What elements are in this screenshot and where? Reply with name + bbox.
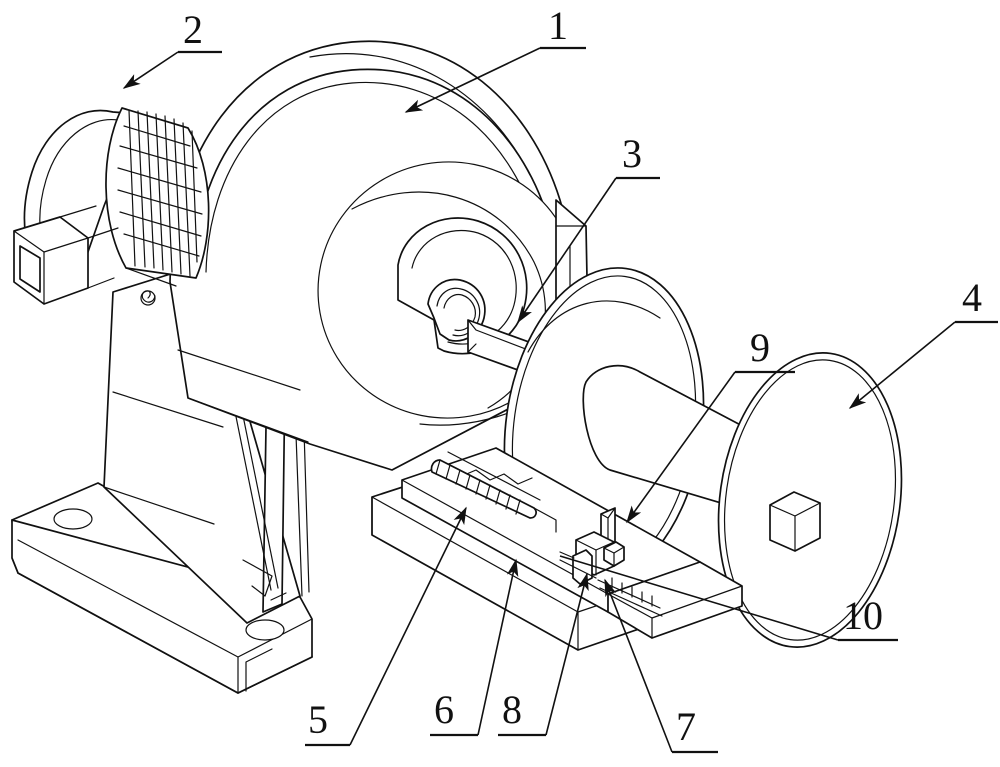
machine-base	[11, 482, 313, 694]
motor-cooling-fins	[117, 109, 203, 277]
ref-numeral-3: 3	[622, 131, 642, 176]
electric-motor	[13, 107, 210, 305]
ref-numeral-1: 1	[548, 3, 568, 48]
leader-lines	[122, 46, 998, 754]
ref-numeral-10: 10	[843, 593, 883, 638]
ref-numeral-2: 2	[183, 7, 203, 52]
guide-assembly	[559, 507, 663, 617]
ref-numeral-8: 8	[502, 687, 522, 732]
ref-numeral-7: 7	[676, 704, 696, 749]
ref-numeral-6: 6	[434, 687, 454, 732]
motor-junction-box	[13, 205, 119, 305]
lead-screw	[430, 451, 557, 533]
flange-block	[769, 491, 821, 552]
ref-numeral-5: 5	[308, 697, 328, 742]
ref-numeral-4: 4	[962, 275, 982, 320]
ref-numeral-9: 9	[750, 325, 770, 370]
